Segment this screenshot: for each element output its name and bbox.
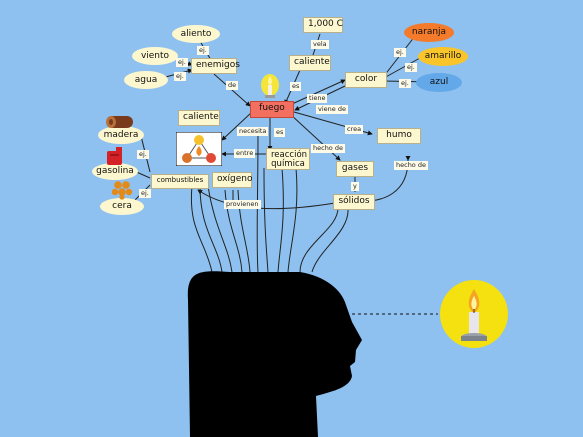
link-ej-aliento: ej. bbox=[197, 46, 209, 55]
node-1000c: 1,000 C bbox=[303, 17, 343, 33]
link-hecho-de-gases: hecho de bbox=[311, 144, 345, 153]
link-viene-de: viene de bbox=[316, 105, 348, 114]
fire-triangle-icon bbox=[176, 132, 222, 166]
candle-large-icon bbox=[440, 280, 508, 348]
link-y: y bbox=[351, 182, 359, 191]
node-caliente-left: caliente bbox=[178, 110, 220, 126]
node-aliento: aliento bbox=[172, 25, 220, 43]
link-necesita: necesita bbox=[237, 127, 269, 136]
link-crea: crea bbox=[345, 125, 364, 134]
link-ej-naranja: ej. bbox=[394, 48, 406, 57]
node-reaccion-quimica: reacción química bbox=[266, 148, 310, 170]
node-madera: madera bbox=[98, 126, 144, 144]
node-color: color bbox=[345, 72, 387, 88]
node-enemigos: enemigos bbox=[191, 58, 240, 74]
node-solidos: sólidos bbox=[333, 194, 375, 210]
link-es-caliente: es bbox=[290, 82, 302, 91]
link-hecho-de-humo: hecho de bbox=[394, 161, 428, 170]
link-ej-viento: ej. bbox=[176, 58, 188, 67]
node-oxigeno: oxígeno bbox=[212, 172, 253, 188]
link-de: de bbox=[226, 81, 239, 90]
link-provienen: provienen bbox=[224, 200, 261, 209]
node-caliente-top: caliente bbox=[289, 55, 331, 71]
link-ej-agua: ej. bbox=[174, 72, 186, 81]
link-entre: entre bbox=[234, 149, 256, 158]
node-amarillo: amarillo bbox=[418, 47, 468, 66]
node-humo: humo bbox=[377, 128, 421, 144]
link-tiene: tiene bbox=[307, 94, 328, 103]
link-vela: vela bbox=[311, 40, 329, 49]
honeycomb-icon bbox=[112, 181, 133, 200]
node-combustibles: combustibles bbox=[151, 174, 209, 189]
gas-can-icon bbox=[107, 147, 122, 165]
link-ej-azul: ej. bbox=[399, 79, 411, 88]
candle-icon bbox=[261, 74, 279, 98]
node-naranja: naranja bbox=[404, 23, 454, 42]
link-es-reaccion: es bbox=[274, 128, 286, 137]
link-ej-madera: ej. bbox=[137, 150, 149, 159]
node-fuego: fuego bbox=[250, 101, 294, 118]
node-cera: cera bbox=[100, 198, 144, 215]
node-viento: viento bbox=[132, 47, 178, 65]
link-ej-amarillo: ej. bbox=[405, 63, 417, 72]
link-ej-cera: ej. bbox=[139, 189, 151, 198]
node-agua: agua bbox=[124, 71, 168, 89]
node-azul: azul bbox=[416, 73, 462, 92]
node-gasolina: gasolina bbox=[92, 163, 138, 180]
wood-log-icon bbox=[106, 116, 133, 128]
node-gases: gases bbox=[336, 161, 374, 177]
